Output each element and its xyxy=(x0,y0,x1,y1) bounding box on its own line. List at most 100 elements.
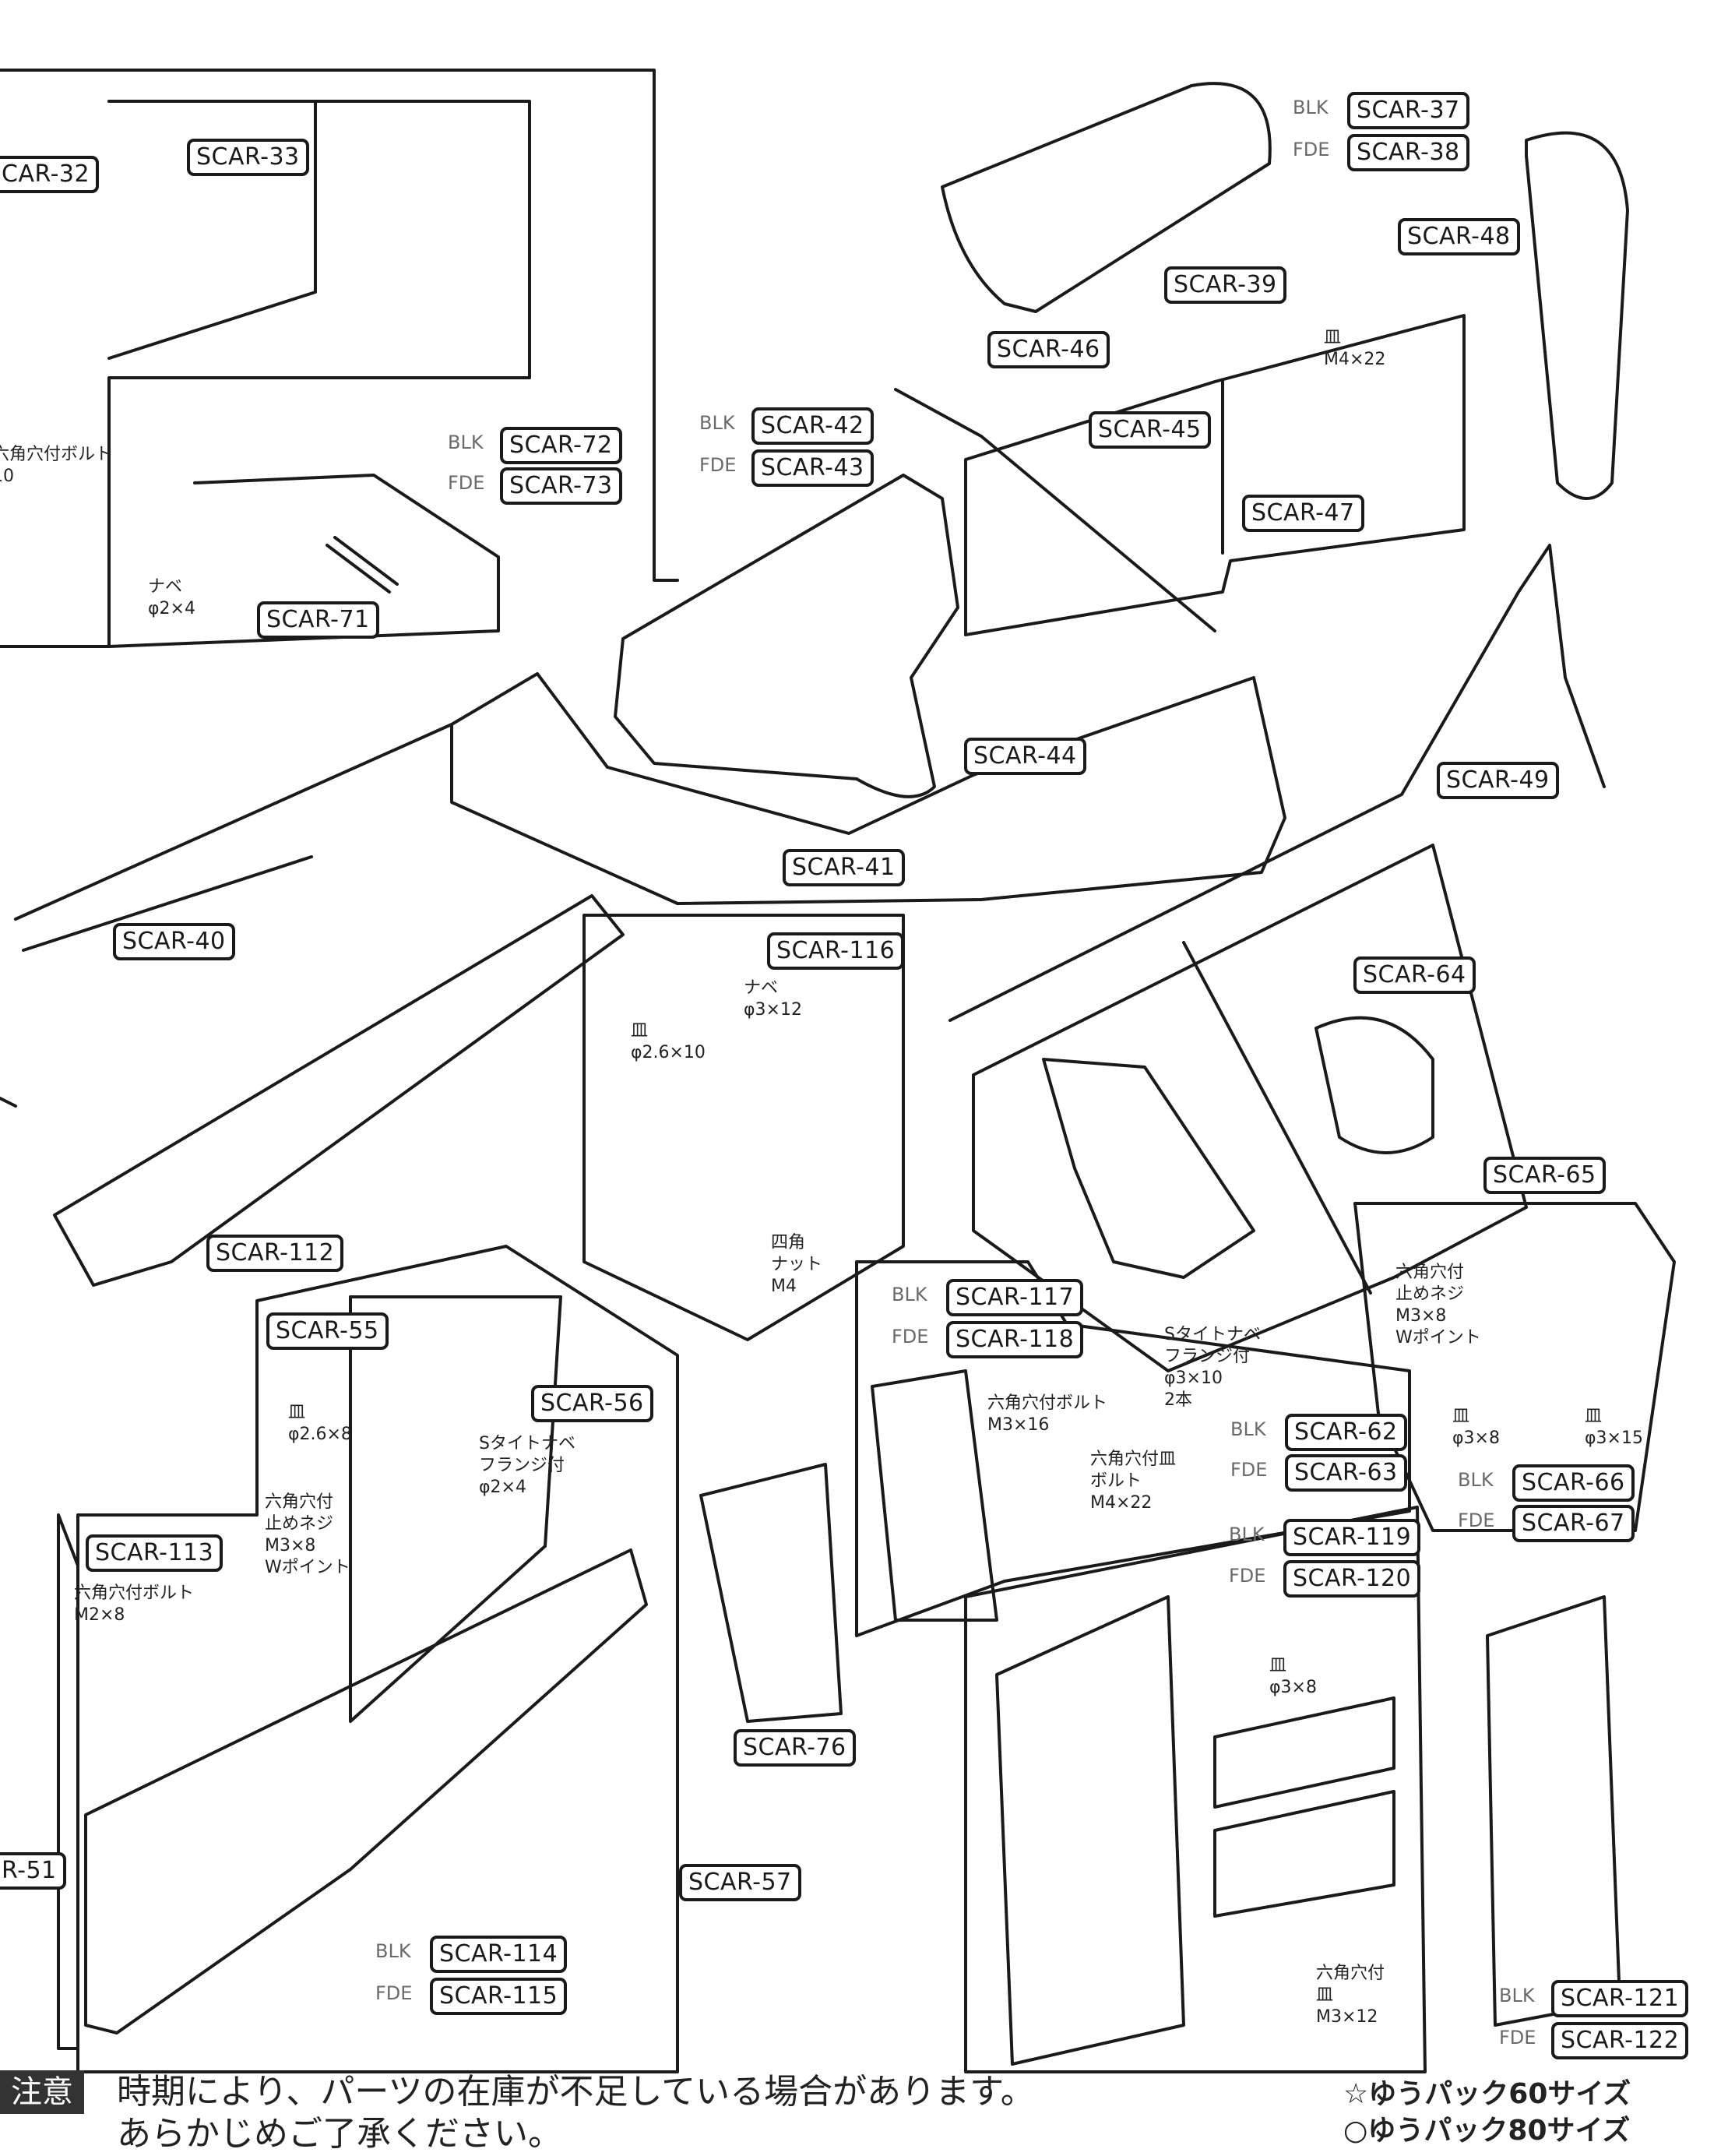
label-scar-121: SCAR-121 xyxy=(1551,1980,1689,2017)
label-scar-44: SCAR-44 xyxy=(964,738,1086,775)
label-scar-57: SCAR-57 xyxy=(679,1864,801,1901)
label-scar-113: SCAR-113 xyxy=(86,1534,223,1572)
variant-blk: BLK xyxy=(1499,1985,1535,2006)
stock-body xyxy=(614,474,959,798)
shipping-80: ○ゆうパック80サイズ xyxy=(1343,2115,1631,2147)
variant-blk: BLK xyxy=(699,412,735,434)
variant-fde: FDE xyxy=(892,1326,929,1348)
label-scar-119: SCAR-119 xyxy=(1283,1519,1421,1556)
label-scar-120: SCAR-120 xyxy=(1283,1560,1421,1598)
label-scar-63: SCAR-63 xyxy=(1285,1454,1407,1492)
label-scar-48: SCAR-48 xyxy=(1398,218,1520,255)
frame-scar-116 xyxy=(582,914,905,1341)
note-hex-sara-bolt: 六角穴付皿 ボルト M4×22 xyxy=(1090,1450,1177,1513)
frame-scar-117 xyxy=(855,1260,1411,1637)
note-sara-3x8-b: 皿 φ3×8 xyxy=(1269,1656,1317,1697)
upper-receiver xyxy=(53,894,625,1287)
lower-receiver xyxy=(84,1548,648,2034)
note-hex-bolt-left: 六角穴付ボルト 10 xyxy=(0,445,113,486)
label-scar-122: SCAR-122 xyxy=(1551,2022,1689,2059)
frame-scar-45 xyxy=(964,314,1466,636)
note-s-tight-3x10: Sタイトナベ フランジ付 φ3×10 2本 xyxy=(1164,1325,1261,1410)
label-scar-39: SCAR-39 xyxy=(1164,266,1286,304)
note-hex-sara-m3x12: 六角穴付 皿 M3×12 xyxy=(1316,1964,1385,2027)
buttpad xyxy=(1525,131,1629,500)
frame-scar-64 xyxy=(972,844,1528,1372)
spring-stock xyxy=(326,536,399,594)
label-scar-51: R-51 xyxy=(0,1852,66,1890)
note-nabe-3x12: ナベ φ3×12 xyxy=(744,978,802,1020)
magazine-right xyxy=(1486,1595,1621,2027)
shipping-60: ☆ゆうパック60サイズ xyxy=(1343,2078,1631,2110)
label-scar-55: SCAR-55 xyxy=(266,1312,389,1350)
grip xyxy=(1042,1058,1255,1279)
label-scar-42: SCAR-42 xyxy=(751,407,874,445)
variant-blk: BLK xyxy=(1229,1524,1265,1545)
label-scar-37: SCAR-37 xyxy=(1347,92,1469,129)
label-scar-115: SCAR-115 xyxy=(430,1978,568,2015)
caution-line-2: あらかじめご了承ください。 xyxy=(117,2114,562,2154)
label-scar-47: SCAR-47 xyxy=(1242,495,1364,532)
label-scar-40: SCAR-40 xyxy=(113,923,235,960)
note-set-screw-right: 六角穴付 止めネジ M3×8 Wポイント xyxy=(1395,1263,1481,1348)
variant-fde: FDE xyxy=(1230,1459,1268,1481)
label-scar-67: SCAR-67 xyxy=(1512,1505,1635,1542)
note-square-nut: 四角 ナット M4 xyxy=(771,1233,823,1296)
variant-blk: BLK xyxy=(1458,1469,1494,1491)
label-scar-72: SCAR-72 xyxy=(500,427,622,464)
label-scar-46: SCAR-46 xyxy=(987,331,1110,368)
note-sara-3x8-a: 皿 φ3×8 xyxy=(1452,1407,1500,1448)
label-scar-73: SCAR-73 xyxy=(500,467,622,505)
buttstock-cheek xyxy=(941,82,1272,313)
variant-blk: BLK xyxy=(1230,1418,1266,1440)
frame-left-lower xyxy=(76,1245,679,2073)
variant-fde: FDE xyxy=(1499,2027,1536,2049)
variant-fde: FDE xyxy=(699,454,737,476)
variant-fde: FDE xyxy=(1293,139,1330,160)
variant-blk: BLK xyxy=(1293,97,1329,118)
label-scar-65: SCAR-65 xyxy=(1483,1157,1606,1194)
follower xyxy=(1213,1790,1395,1918)
frame-scar-41 xyxy=(450,672,1286,905)
label-scar-76: SCAR-76 xyxy=(734,1729,856,1767)
note-hex-bolt-m3x16: 六角穴付ボルト M3×16 xyxy=(987,1393,1108,1435)
variant-fde: FDE xyxy=(448,472,485,494)
label-scar-114: SCAR-114 xyxy=(430,1936,568,1973)
note-sara-2-6x10: 皿 φ2.6×10 xyxy=(631,1021,706,1062)
note-sara-m4x22: 皿 M4×22 xyxy=(1324,328,1386,369)
label-scar-49: SCAR-49 xyxy=(1437,762,1559,799)
variant-blk: BLK xyxy=(375,1940,411,1962)
frame-top-left-inner xyxy=(0,100,531,648)
note-sara-3x15: 皿 φ3×15 xyxy=(1585,1407,1643,1448)
frame-top-left xyxy=(0,69,679,582)
label-scar-33: SCAR-33 xyxy=(187,139,309,176)
frame-scar-55 xyxy=(349,1295,562,1723)
note-pan-2x4: ナベ φ2×4 xyxy=(148,577,195,618)
trigger-box xyxy=(871,1369,998,1622)
label-scar-71: SCAR-71 xyxy=(257,601,379,639)
note-sara-2-6x8: 皿 φ2.6×8 xyxy=(288,1403,352,1444)
label-scar-64: SCAR-64 xyxy=(1353,956,1476,994)
label-scar-62: SCAR-62 xyxy=(1285,1414,1407,1451)
label-scar-118: SCAR-118 xyxy=(946,1321,1084,1358)
frame-scar-119 xyxy=(964,1506,1427,2073)
label-scar-45: SCAR-45 xyxy=(1089,411,1211,449)
variant-blk: BLK xyxy=(892,1284,927,1305)
label-scar-66: SCAR-66 xyxy=(1512,1464,1635,1502)
motor xyxy=(1314,1016,1434,1154)
label-scar-117: SCAR-117 xyxy=(946,1279,1084,1316)
variant-blk: BLK xyxy=(448,432,484,453)
label-scar-43: SCAR-43 xyxy=(751,449,874,487)
caution-badge: 注意 xyxy=(0,2070,84,2114)
magazine-left xyxy=(995,1595,1185,2066)
variant-fde: FDE xyxy=(1229,1565,1266,1587)
wiring xyxy=(948,544,1606,1022)
note-s-tight-2x4: Sタイトナベ フランジ付 φ2×4 xyxy=(479,1434,575,1497)
note-hex-bolt-m2x8: 六角穴付ボルト M2×8 xyxy=(74,1584,195,1625)
label-scar-41: SCAR-41 xyxy=(783,849,905,886)
variant-fde: FDE xyxy=(375,1982,413,2004)
trigger-guard-part xyxy=(699,1463,843,1723)
frame-scar-33 xyxy=(107,100,317,360)
